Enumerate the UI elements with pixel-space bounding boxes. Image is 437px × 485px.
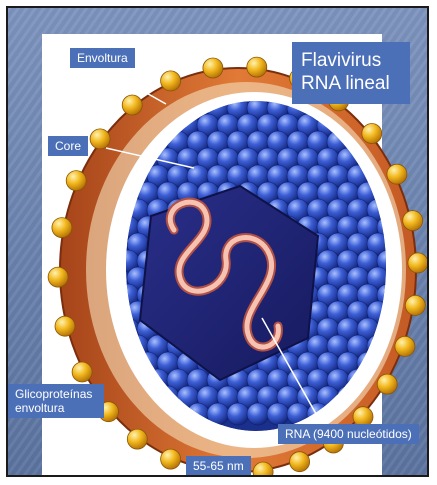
glycoprotein-knob <box>405 295 425 315</box>
slide-frame: Envoltura Core Glicoproteínas envoltura … <box>6 6 429 477</box>
capsid-protein <box>417 386 429 408</box>
glycoprotein-knob <box>161 71 181 91</box>
capsid-protein <box>407 97 429 119</box>
capsid-protein <box>407 131 429 153</box>
title-line2: RNA lineal <box>301 72 401 95</box>
rna-label: RNA (9400 nucleótidos) <box>278 424 419 444</box>
glycoprotein-knob <box>127 429 147 449</box>
capsid-protein <box>397 114 419 136</box>
glycoprotein-knob <box>52 218 72 238</box>
capsid-protein <box>417 148 429 170</box>
glycoprotein-knob <box>403 211 423 231</box>
capsid-protein <box>387 403 409 425</box>
size-label: 55-65 nm <box>186 456 251 476</box>
capsid-protein <box>387 131 409 153</box>
glycoprotein-knob <box>48 267 68 287</box>
glycoprotein-knob <box>290 452 310 472</box>
glycoprotein-knob <box>362 124 382 144</box>
glycoprotein-knob <box>203 58 223 78</box>
core-label: Core <box>48 136 88 156</box>
glycoprotein-knob <box>377 374 397 394</box>
glycoprotein-knob <box>55 316 75 336</box>
glycoprotein-knob <box>395 336 415 356</box>
envoltura-label: Envoltura <box>70 48 135 68</box>
glicoproteinas-label-line1: Glicoproteínas <box>15 387 97 401</box>
capsid-protein <box>247 403 269 425</box>
glycoprotein-knob <box>90 129 110 149</box>
capsid-protein <box>417 318 429 340</box>
slide-title: Flavivirus RNA lineal <box>292 42 410 104</box>
title-line1: Flavivirus <box>301 49 401 72</box>
capsid-protein <box>407 403 429 425</box>
glycoprotein-knob <box>66 171 86 191</box>
glycoprotein-knob <box>122 95 142 115</box>
capsid-protein <box>407 369 429 391</box>
glicoproteinas-label-line2: envoltura <box>15 401 97 415</box>
capsid-protein <box>417 114 429 136</box>
capsid-protein <box>267 403 289 425</box>
glycoprotein-knob <box>72 362 92 382</box>
capsid-protein <box>227 403 249 425</box>
capsid-protein <box>407 165 429 187</box>
glicoproteinas-label: Glicoproteínas envoltura <box>8 384 104 418</box>
capsid-protein <box>417 182 429 204</box>
glycoprotein-knob <box>387 164 407 184</box>
glycoprotein-knob <box>408 253 428 273</box>
glycoprotein-knob <box>247 57 267 77</box>
capsid-protein <box>397 386 419 408</box>
glycoprotein-knob <box>161 449 181 469</box>
capsid-protein <box>417 352 429 374</box>
